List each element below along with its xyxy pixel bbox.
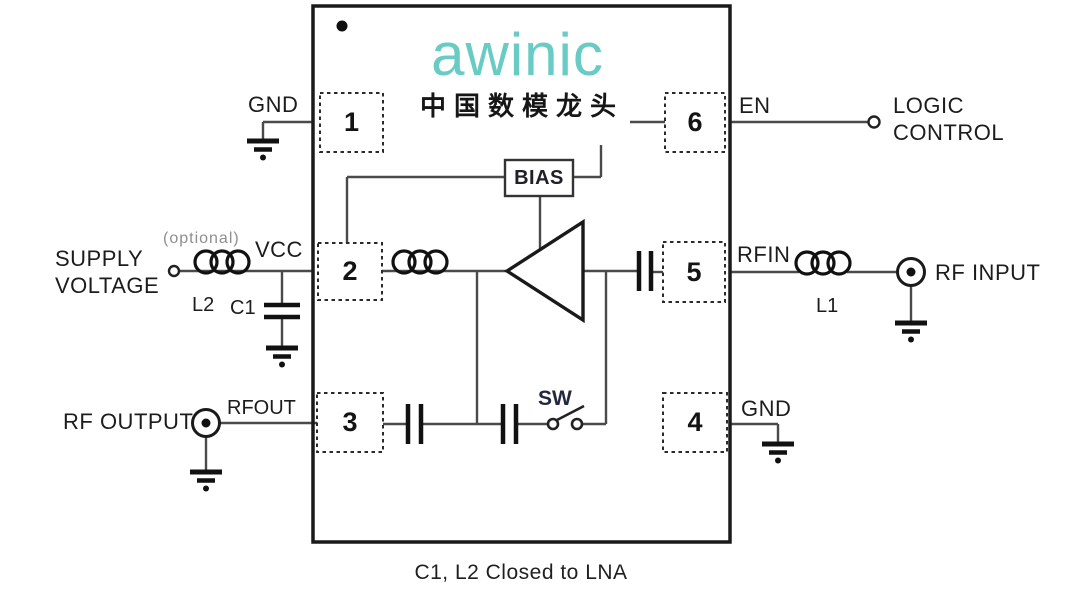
pin-3-number: 3 [342,407,358,437]
logic-terminal-icon [867,115,881,129]
awinic-logo: awinic [431,21,604,88]
chip-outline [311,4,732,544]
gnd-right-label: GND [741,396,792,421]
c1-label: C1 [230,297,256,319]
logic-control-label: LOGIC CONTROL [893,93,1004,147]
switch-icon [546,404,585,431]
l1-label: L1 [816,295,839,317]
inductor-l2-icon [193,249,251,275]
switch-label: SW [538,387,572,410]
brand-tagline: 中国数模龙头 [419,91,624,121]
bias-label: BIAS [514,166,564,189]
pin-4-number: 4 [687,407,703,437]
capacitor-output-icon [405,404,424,444]
pin2-box [317,242,383,301]
pin3-box [316,392,384,453]
pin-5-number: 5 [686,256,702,287]
figure-caption: C1, L2 Closed to LNA [414,561,628,584]
amplifier-icon [503,218,585,324]
ground-icon-rfin [895,320,927,343]
pin-2-number: 2 [342,256,358,286]
pin-6-number: 6 [687,107,703,137]
rf-output-label: RF OUTPUT [63,409,194,434]
pin6-box [664,92,726,153]
optional-note: (optional) [163,230,240,247]
gnd-left-label: GND [248,92,299,117]
capacitor-bypass-icon [500,404,519,444]
pin1-marker-dot-icon [336,20,348,32]
rf-output-connector-icon [191,408,221,438]
rfin-label: RFIN [737,242,791,267]
inductor-l1-icon [794,250,852,276]
logic-line2: CONTROL [893,119,1005,145]
supply-terminal-icon [167,264,181,278]
pin4-box [662,392,728,453]
pin-1-number: 1 [343,107,360,137]
vcc-label: VCC [255,237,303,262]
ground-icon-gnd1 [247,138,279,161]
pin1-box [319,92,384,153]
pin5-box [662,241,726,303]
wires [179,120,913,471]
rf-input-connector-icon [896,257,926,287]
pin-boxes [316,92,728,453]
inductor-internal-icon [391,249,449,275]
ground-icon-rfout [190,469,222,492]
rf-input-label: RF INPUT [935,260,1041,285]
capacitor-input-icon [636,251,654,291]
ground-icon-c1 [266,345,298,368]
en-label: EN [739,93,771,118]
l2-label: L2 [192,294,215,316]
supply-line2: VOLTAGE [55,272,160,298]
supply-line1: SUPPLY [55,246,144,271]
rfout-label: RFOUT [227,397,296,419]
ground-icon-gnd4 [762,441,794,464]
capacitor-c1-icon [264,302,300,320]
bias-box [503,158,575,198]
supply-voltage-label: SUPPLY VOLTAGE [55,246,159,300]
logic-line1: LOGIC [893,93,964,118]
